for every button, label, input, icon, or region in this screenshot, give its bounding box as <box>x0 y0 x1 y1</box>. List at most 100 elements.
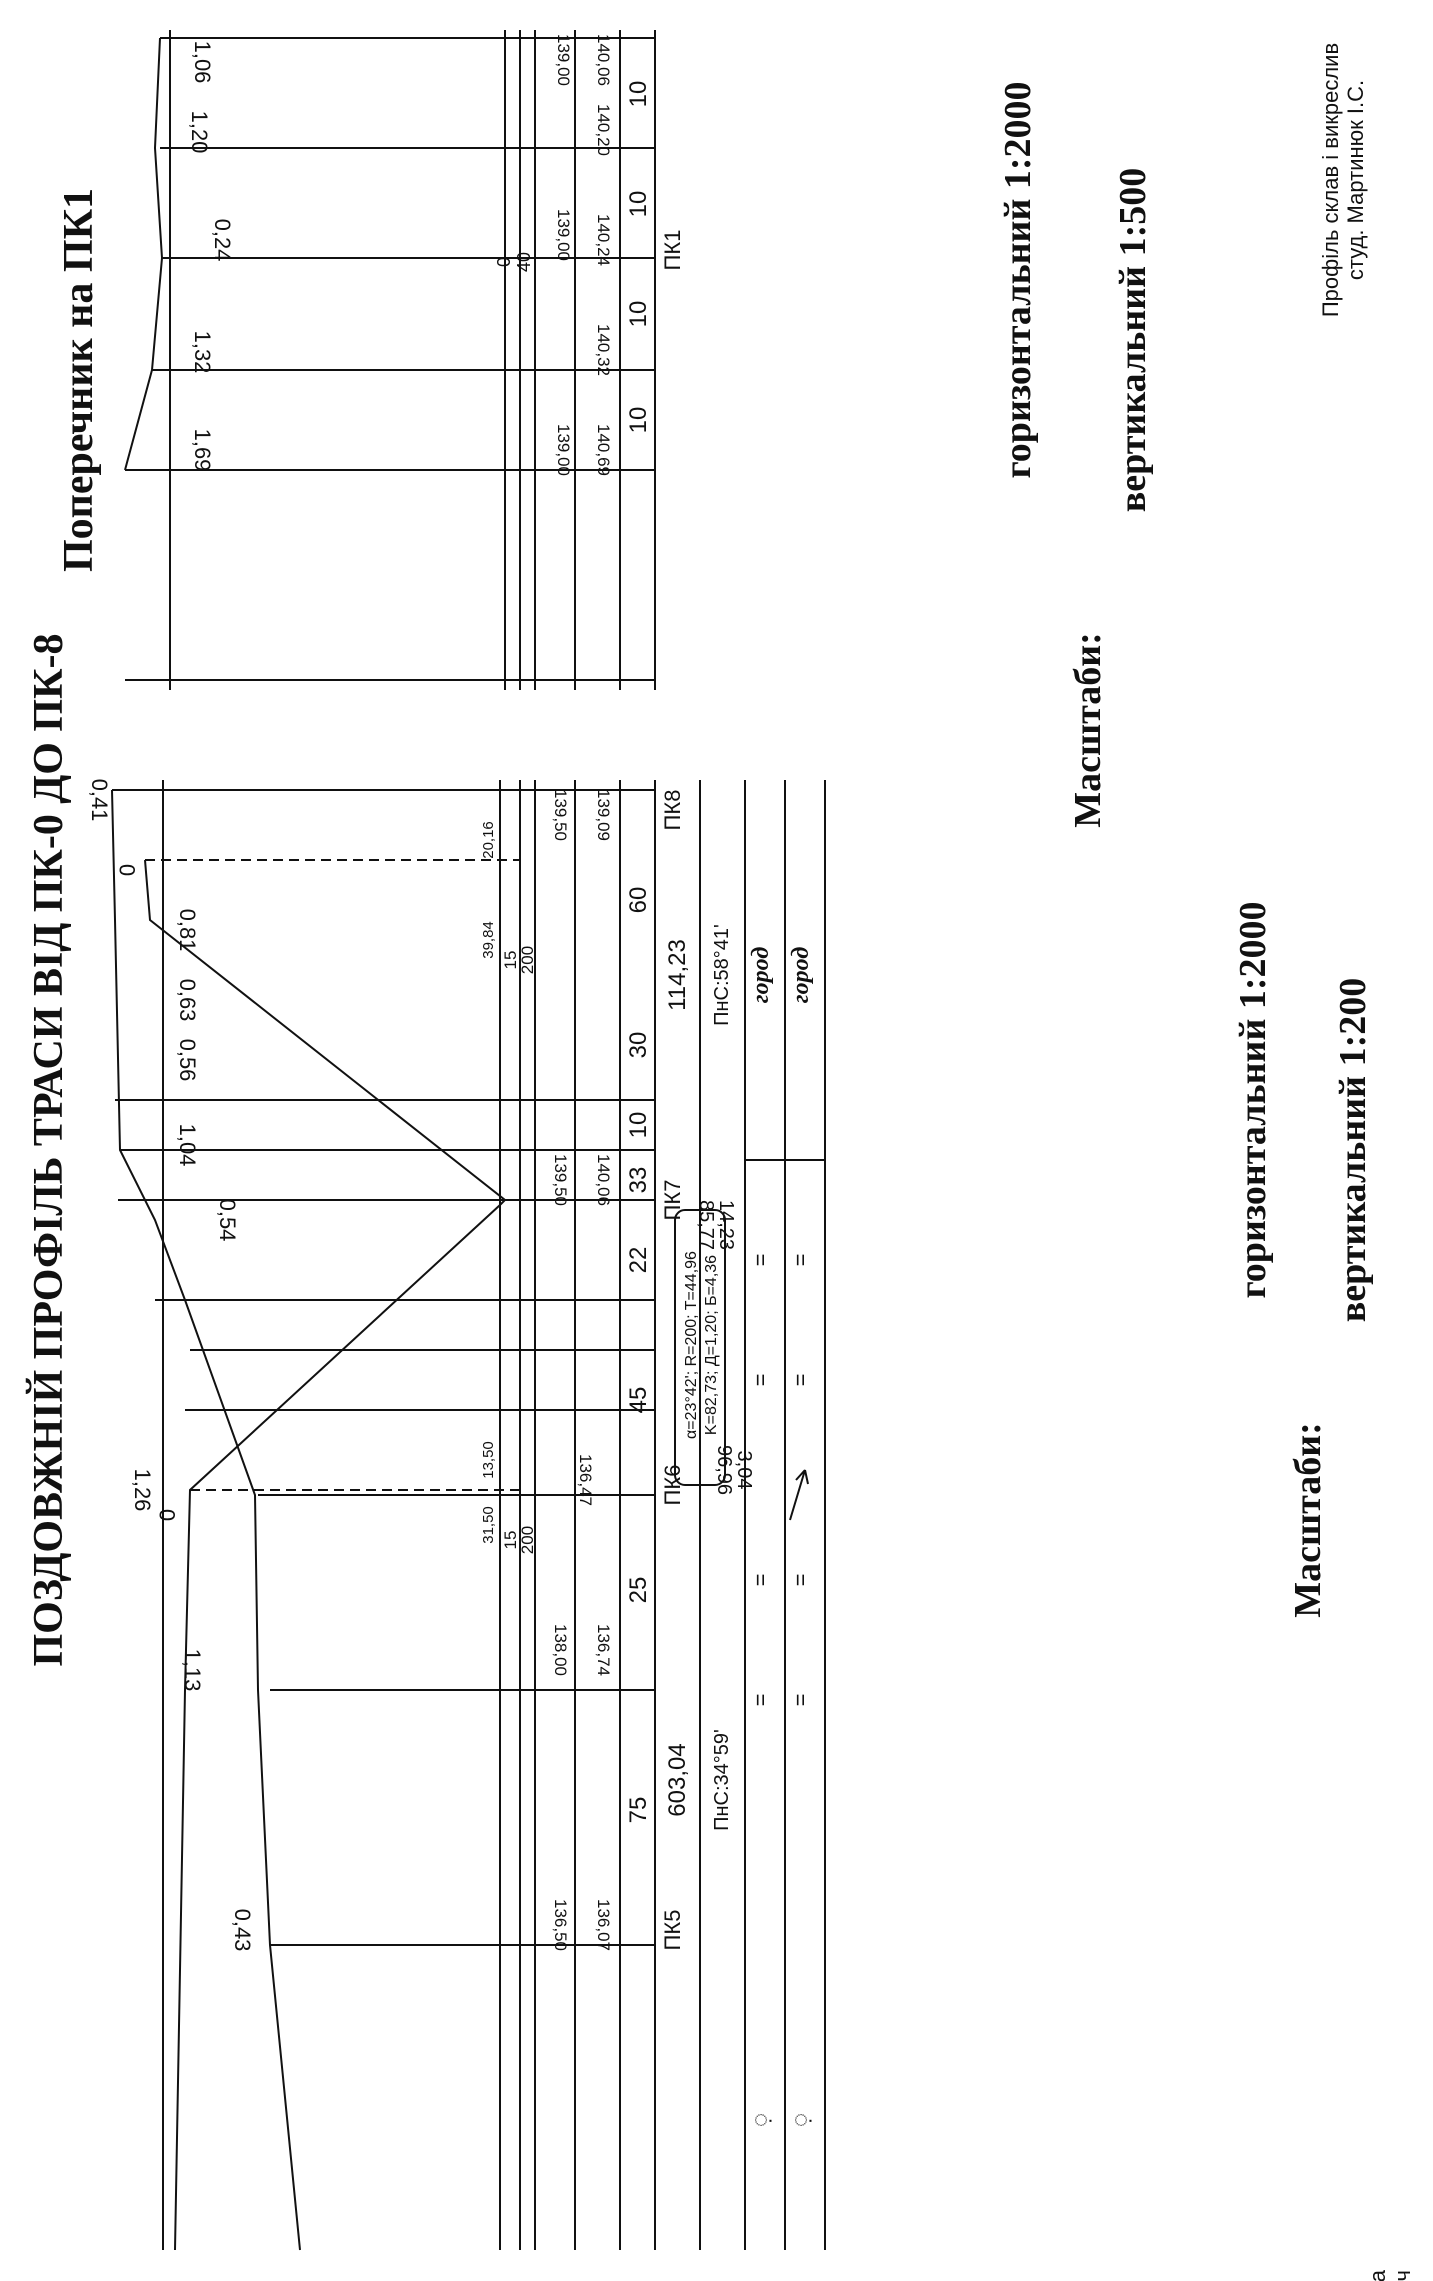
grade-length-label: 200 <box>518 946 537 974</box>
ditto-mark: = <box>788 1254 813 1267</box>
ditto-mark: = <box>788 1694 813 1707</box>
cross-ground-elevation: 140,20 <box>594 104 613 156</box>
cross-design-elevation: 139,00 <box>554 209 573 261</box>
long-design-line <box>144 859 507 2251</box>
grade-length-label: 200 <box>518 1526 537 1554</box>
ditto-marks: = = = = = = = = <box>748 1254 813 1707</box>
curve-box <box>674 1209 726 1486</box>
spring-symbol: ◌̣ <box>787 2113 814 2127</box>
long-ground-elevation: 140,06 <box>594 1154 613 1206</box>
longitudinal-profile-title: ПОЗДОВЖНІЙ ПРОФІЛЬ ТРАСИ ВІД ПК-0 ДО ПК-… <box>26 634 72 1667</box>
ditto-mark: = <box>748 1254 773 1267</box>
long-distance: 75 <box>625 1797 652 1824</box>
grade-offset-label: 13,50 <box>480 1441 497 1479</box>
cross-distance: 10 <box>625 81 652 108</box>
cross-picket-label: ПК1 <box>660 230 685 271</box>
land-type-label: город <box>788 947 814 1004</box>
spring-symbols: ◌̣ ◌̣ <box>747 2113 814 2127</box>
land-type-label: город <box>748 947 774 1004</box>
grade-label: Оцінка <box>1365 2269 1390 2281</box>
grade-offset-label: 20,16 <box>480 821 497 859</box>
long-zero-mark: 0 <box>155 1509 180 1521</box>
plan-mid-a: 96,96 <box>713 1445 735 1495</box>
longitudinal-scale-horizontal: горизонтальний 1:2000 <box>1232 902 1274 1299</box>
cross-centre-mark: 40 <box>514 252 534 272</box>
grade-signature-block: Оцінка Викладач <box>1365 2269 1415 2281</box>
long-ground-elevation: 139,09 <box>594 789 613 841</box>
longitudinal-scales-label: Масштаби: <box>1287 1422 1329 1618</box>
cross-height-label: 1,06 <box>190 41 215 84</box>
cross-design-elevation: 139,00 <box>554 34 573 86</box>
long-distance: 22 <box>625 1247 652 1274</box>
cross-ground-line <box>124 37 164 471</box>
long-height-label: 0,63 <box>175 979 200 1022</box>
cross-distance: 10 <box>625 301 652 328</box>
long-distance: 30 <box>625 1032 652 1059</box>
cross-section-scales-label: Масштаби: <box>1067 632 1109 828</box>
ditto-mark: = <box>748 1574 773 1587</box>
long-distance: 60 <box>625 887 652 914</box>
cross-height-label: 1,69 <box>190 429 215 472</box>
author-line-2: студ. Мартинюк І.С. <box>1343 80 1368 280</box>
ditto-mark: = <box>748 1374 773 1387</box>
curve-params-line-2: K=82,73; Д=1,20; Б=4,36 <box>703 1255 720 1435</box>
plan-rot-a: 85,77 <box>695 1200 717 1250</box>
long-height-label: 1,04 <box>175 1124 200 1167</box>
cross-ground-elevation: 140,24 <box>594 214 613 266</box>
plan-rot-b: 14,23 <box>715 1200 737 1250</box>
long-picket-label: ПК8 <box>660 790 685 831</box>
cross-design-elevation: 139,00 <box>554 424 573 476</box>
grade-offset-label: 31,50 <box>480 1506 497 1544</box>
cross-section-title: Поперечник на ПК1 <box>56 188 102 572</box>
plan-right-length: 114,23 <box>664 939 691 1011</box>
ditto-mark: = <box>748 1694 773 1707</box>
cross-centre-mark: 0 <box>494 257 514 267</box>
cross-distance: 10 <box>625 407 652 434</box>
long-distance: 10 <box>625 1112 652 1139</box>
grade-slope-label: 15 <box>501 1531 520 1550</box>
cross-height-label: 0,24 <box>210 219 235 262</box>
long-design-elevation: 139,50 <box>551 1154 570 1206</box>
cross-ground-elevation: 140,32 <box>594 324 613 376</box>
long-height-label: 1,13 <box>180 1649 205 1692</box>
cross-ground-elevation: 140,06 <box>594 34 613 86</box>
long-distance: 25 <box>625 1577 652 1604</box>
curve-params-line-1: α=23°42'; R=200; T=44,96 <box>683 1251 700 1439</box>
plan-mid-b: 3,04 <box>733 1451 755 1490</box>
long-design-elevation: 136,50 <box>551 1899 570 1951</box>
author-block: Профіль склав і викреслив студ. Мартинюк… <box>1318 43 1368 317</box>
long-design-elevation: 138,00 <box>551 1624 570 1676</box>
teacher-label: Викладач <box>1390 2270 1415 2281</box>
grade-slope-label: 15 <box>501 951 520 970</box>
grade-offset-label: 39,84 <box>480 921 497 959</box>
plan-left-length: 603,04 <box>664 1743 691 1816</box>
long-height-label: 1,26 <box>130 1469 155 1512</box>
cross-section: 1,69 1,32 0,24 1,20 1,06 0 40 139,00 139… <box>124 30 685 690</box>
long-picket-label: ПК5 <box>660 1910 685 1951</box>
long-distance: 45 <box>625 1387 652 1414</box>
long-height-label: 0,56 <box>175 1039 200 1082</box>
author-line-1: Профіль склав і викреслив <box>1318 43 1343 317</box>
longitudinal-profile: 0,43 1,13 1,26 0,54 1,04 0,56 0,63 0,81 … <box>87 779 826 2251</box>
longitudinal-scale-vertical: вертикальний 1:200 <box>1332 978 1374 1323</box>
cross-height-label: 1,32 <box>190 331 215 374</box>
long-zero-mark: 0 <box>115 864 140 876</box>
ditto-mark: = <box>788 1374 813 1387</box>
long-height-label: 0,43 <box>230 1909 255 1952</box>
long-design-elevation: 139,50 <box>551 789 570 841</box>
land-arrow <box>789 1469 809 1521</box>
plan-right-bearing: ПнС:58°41' <box>711 924 733 1026</box>
long-ground-line <box>111 789 301 2251</box>
plan-left-bearing: ПнС:34°59' <box>711 1729 733 1831</box>
cross-ground-elevation: 140,69 <box>594 424 613 476</box>
long-ground-elevation: 136,07 <box>594 1899 613 1951</box>
spring-symbol: ◌̣ <box>747 2113 774 2127</box>
cross-distance: 10 <box>625 191 652 218</box>
long-height-label: 0,81 <box>175 909 200 952</box>
cross-section-scale-vertical: вертикальний 1:500 <box>1112 168 1154 513</box>
long-ground-elevation: 136,74 <box>594 1624 613 1676</box>
long-distance: 33 <box>625 1167 652 1194</box>
long-design-elevation: 136,47 <box>576 1454 595 1506</box>
cross-section-scale-horizontal: горизонтальний 1:2000 <box>997 82 1039 479</box>
